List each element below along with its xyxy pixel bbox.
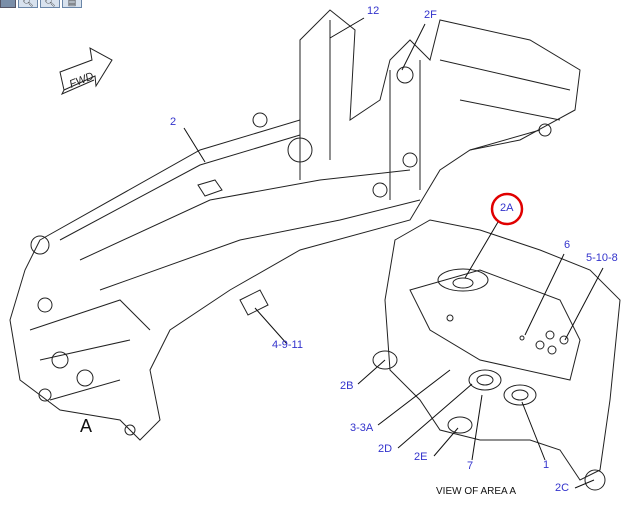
- fwd-arrow-icon: FWD: [59, 47, 113, 96]
- callout-7[interactable]: 7: [467, 460, 474, 472]
- callout-12[interactable]: 12: [367, 5, 380, 17]
- view-caption: VIEW OF AREA A: [436, 486, 517, 497]
- callout-2f[interactable]: 2F: [424, 9, 437, 21]
- pan-button[interactable]: [0, 0, 16, 8]
- callout-1[interactable]: 1: [543, 459, 550, 471]
- leader-lines: [183, 17, 604, 489]
- print-button[interactable]: ▤: [62, 0, 82, 8]
- callout-2b[interactable]: 2B: [340, 380, 354, 392]
- zoom-in-button[interactable]: 🔍︎: [18, 0, 38, 8]
- toolbar: 🔍︎ 🔍︎ ▤: [0, 0, 82, 8]
- callout-6[interactable]: 6: [564, 239, 571, 251]
- print-icon: ▤: [67, 0, 77, 7]
- highlight-circle-2a: [490, 192, 524, 226]
- callout-2e[interactable]: 2E: [414, 451, 428, 463]
- callout-2c[interactable]: 2C: [555, 482, 570, 494]
- view-letter-a: A: [80, 416, 93, 436]
- zoom-in-icon: 🔍︎: [22, 0, 34, 7]
- callout-4-9-11[interactable]: 4-9-11: [272, 339, 303, 351]
- main-frame: [9, 9, 581, 441]
- callout-2[interactable]: 2: [170, 116, 177, 128]
- zoom-out-button[interactable]: 🔍︎: [40, 0, 60, 8]
- callout-2a[interactable]: 2A: [500, 202, 514, 214]
- callout-3-3a[interactable]: 3-3A: [350, 422, 374, 434]
- callout-2d[interactable]: 2D: [378, 443, 393, 455]
- detail-view-a: [372, 219, 621, 491]
- zoom-out-icon: 🔍︎: [44, 0, 56, 7]
- callout-5-10-8[interactable]: 5-10-8: [586, 252, 618, 264]
